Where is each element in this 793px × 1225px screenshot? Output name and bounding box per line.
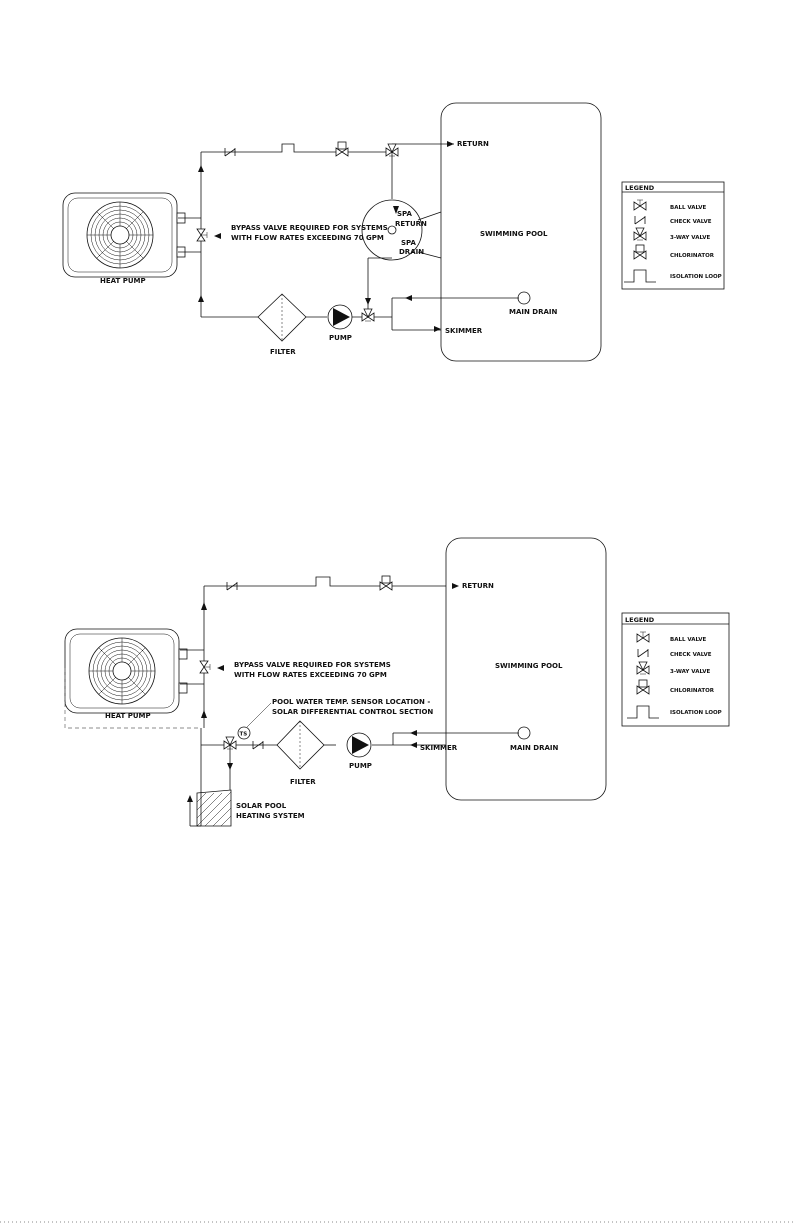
main-drain-symbol [517,291,531,305]
spa-drain-label: DRAIN [399,248,424,256]
chlorinator-valve [379,575,393,591]
heat-pump-label: HEAT PUMP [100,277,146,285]
flow-arrow [393,206,399,214]
solar-label: HEATING SYSTEM [236,812,305,820]
legend-item: CHLORINATOR [670,253,715,259]
flow-arrow [410,742,417,748]
flow-arrow [405,295,412,301]
pump-symbol [327,304,353,330]
pump-symbol [346,732,372,758]
legend-item: BALL VALVE [670,205,707,211]
legend-item: 3-WAY VALVE [670,669,710,675]
skimmer-label: SKIMMER [445,327,483,335]
legend-item: ISOLATION LOOP [670,710,722,716]
piping-1 [178,143,519,331]
pool-outline [445,537,607,801]
legend-title: LEGEND [625,184,655,192]
flow-arrow [217,665,224,671]
filter-label: FILTER [290,778,316,786]
temp-sensor-label: TS [240,732,248,738]
flow-arrow [452,583,459,589]
flow-arrow [410,730,417,736]
three-way-valve [361,308,375,322]
flow-arrow [227,763,233,770]
spa-return-label: RETURN [395,220,427,228]
legend-item: CHECK VALVE [670,219,712,225]
sensor-note: SOLAR DIFFERENTIAL CONTROL SECTION [272,708,433,716]
legend-title: LEGEND [625,616,655,624]
bypass-note: BYPASS VALVE REQUIRED FOR SYSTEMS [234,661,391,669]
bypass-valve [196,228,208,242]
filter-label: FILTER [270,348,296,356]
flow-arrow [198,295,204,302]
bypass-note: WITH FLOW RATES EXCEEDING 70 GPM [234,671,387,679]
return-label: RETURN [457,140,489,148]
filter-symbol [257,293,307,342]
flow-arrow [201,710,207,718]
pool-label: SWIMMING POOL [495,662,563,670]
bypass-note: WITH FLOW RATES EXCEEDING 70 GPM [231,234,384,242]
solar-label: SOLAR POOL [236,802,287,810]
flow-arrow [447,141,454,147]
flow-arrow [214,233,221,239]
legend-item: ISOLATION LOOP [670,274,722,280]
flow-arrow [365,298,371,305]
bypass-note: BYPASS VALVE REQUIRED FOR SYSTEMS [231,224,388,232]
legend-item: 3-WAY VALVE [670,235,710,241]
sensor-note: POOL WATER TEMP. SENSOR LOCATION - [272,698,430,706]
spa-drain-port [387,225,397,235]
flow-arrow [201,602,207,610]
main-drain-label: MAIN DRAIN [509,308,558,316]
pump-label: PUMP [329,334,352,342]
chlorinator-valve [335,141,349,157]
solar-panel-symbol [196,789,232,827]
legend-item: BALL VALVE [670,637,707,643]
legend-item: CHECK VALVE [670,652,712,658]
flow-arrow [198,165,204,172]
legend-2: LEGEND BALL VALVE CHECK VALVE 3-WAY VALV… [621,612,730,727]
heat-pump-unit [62,192,186,278]
diagram-1: SWIMMING POOL HEAT PUMP [62,102,602,362]
main-drain-symbol [517,726,531,740]
pump-label: PUMP [349,762,372,770]
bypass-valve [199,660,211,674]
solar-dashed-line [64,668,201,729]
spa-return-label: SPA [397,210,413,218]
diagram-2: SWIMMING POOL HEAT PUMP [64,537,607,827]
piping-2 [180,576,519,827]
return-label: RETURN [462,582,494,590]
pool-label: SWIMMING POOL [480,230,548,238]
main-drain-label: MAIN DRAIN [510,744,559,752]
legend-item: CHLORINATOR [670,688,715,694]
spa-outline [361,199,423,261]
sensor-leader-line [246,702,272,728]
flow-arrow [434,326,441,332]
legend-1: LEGEND BALL VALVE CHECK VALVE 3-WAY VALV… [621,181,725,290]
heat-pump-unit [64,628,188,714]
temp-sensor-symbol [237,726,251,740]
flow-arrow [187,795,193,802]
heat-pump-label: HEAT PUMP [105,712,151,720]
filter-symbol [276,720,325,770]
skimmer-label: SKIMMER [420,744,458,752]
pool-outline [440,102,602,362]
spa-drain-label: SPA [401,239,417,247]
